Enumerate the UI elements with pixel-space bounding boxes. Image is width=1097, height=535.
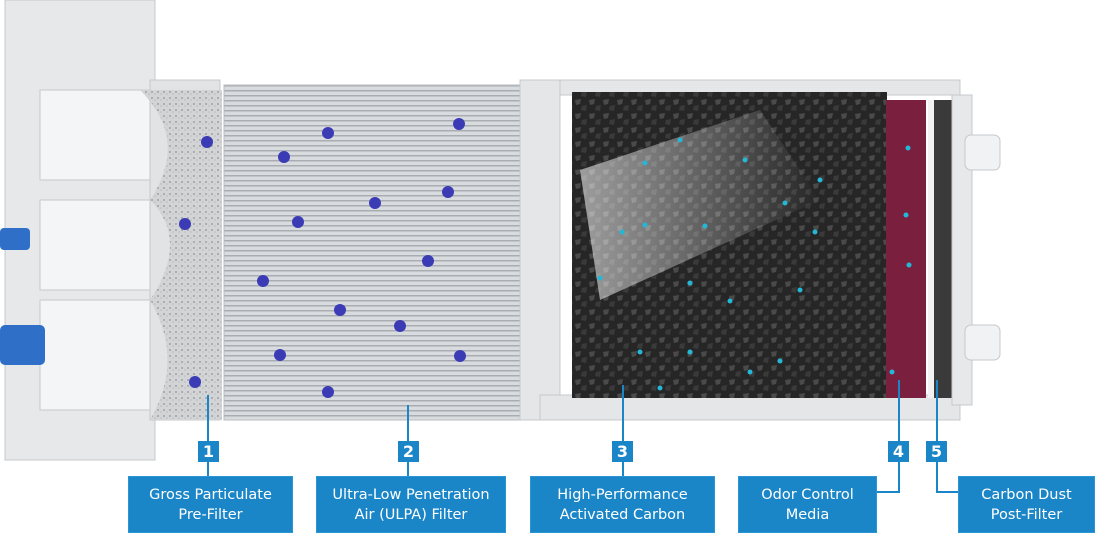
odor-control-media [886,100,926,398]
particle [657,385,663,391]
particle [274,349,286,361]
particle [889,369,895,375]
particle [637,349,643,355]
leader-line-4-h [876,491,900,493]
particle [687,280,693,286]
particle [597,275,603,281]
number-badge-5: 5 [926,441,947,462]
leader-line-5 [936,380,938,493]
leader-line-4 [898,380,900,493]
particle [906,262,912,268]
particle [742,157,748,163]
particle [442,186,454,198]
particle [903,212,909,218]
particle [334,304,346,316]
particle [702,223,708,229]
label-line: Media [785,506,830,523]
number-badge-1: 1 [198,441,219,462]
particle [454,350,466,362]
particle [179,218,191,230]
label-line: Odor Control [761,486,854,503]
label-post-filter: Carbon Dust Post-Filter [958,476,1095,533]
particle [278,151,290,163]
particle [747,369,753,375]
particle [257,275,269,287]
pre-filter-media [140,90,222,420]
label-line: Air (ULPA) Filter [354,506,468,523]
particle [619,229,625,235]
particles [179,118,912,398]
label-line: Pre-Filter [178,506,243,523]
particle [642,160,648,166]
number-badge-2: 2 [398,441,419,462]
label-odor-control: Odor Control Media [738,476,877,533]
ulpa-filter-media [223,84,521,421]
particle [797,287,803,293]
particle [812,229,818,235]
particle [201,136,213,148]
particle [677,137,683,143]
particle [905,145,911,151]
number-badge-3: 3 [612,441,633,462]
label-line: Gross Particulate [149,486,272,503]
particle [453,118,465,130]
label-ulpa-filter: Ultra-Low Penetration Air (ULPA) Filter [316,476,506,533]
label-line: High-Performance [557,486,688,503]
particle [422,255,434,267]
particle [817,177,823,183]
number-badge-4: 4 [888,441,909,462]
particle [782,200,788,206]
label-line: Activated Carbon [559,506,686,523]
particle [189,376,201,388]
leader-line-1 [207,395,209,477]
label-pre-filter: Gross Particulate Pre-Filter [128,476,293,533]
particle [642,222,648,228]
particle [394,320,406,332]
label-line: Carbon Dust [981,486,1072,503]
label-line: Post-Filter [990,506,1063,523]
particle [292,216,304,228]
label-line: Ultra-Low Penetration [332,486,490,503]
particle [687,349,693,355]
particle [322,127,334,139]
particle [322,386,334,398]
label-activated-carbon: High-Performance Activated Carbon [530,476,715,533]
particle [369,197,381,209]
particle [777,358,783,364]
carbon-dust-post-filter [934,100,952,398]
leader-line-3 [622,385,624,477]
particle [727,298,733,304]
leader-line-5-h [936,491,958,493]
